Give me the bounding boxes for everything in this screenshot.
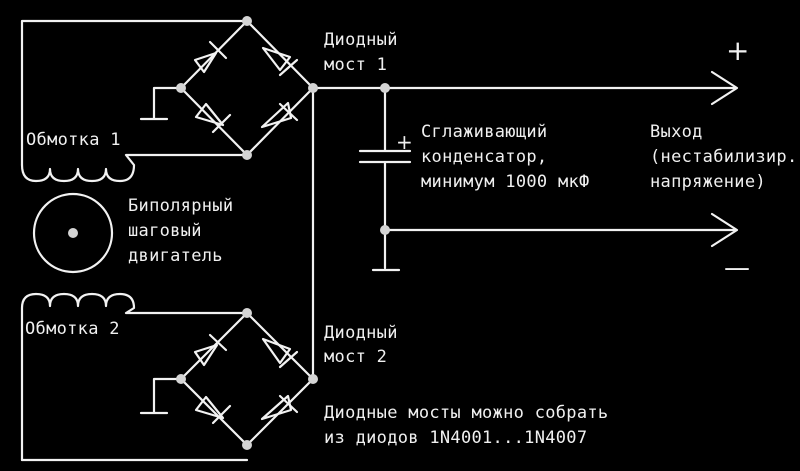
bridge-1-label-line-2: мост 1: [324, 55, 388, 75]
stepper-motor: [32, 192, 114, 274]
output-label-line-3: напряжение): [650, 172, 766, 192]
motor-label-line-3: двигатель: [128, 246, 223, 266]
bridge-2-label-line-1: Диодный: [324, 323, 398, 343]
winding-2-label: Обмотка 2: [25, 319, 120, 339]
output-plus-sign: +: [726, 34, 750, 67]
diode-bridge-1: [139, 19, 315, 157]
junction-dots: [176, 16, 390, 450]
motor-label-line-1: Биполярный: [128, 196, 234, 216]
capacitor-label-line-3: минимум 1000 мкФ: [421, 172, 590, 192]
diode-bridge-2: [139, 311, 315, 447]
winding-1: [20, 19, 249, 183]
bridge-1-label-line-1: Диодный: [324, 30, 398, 50]
output-label-line-1: Выход: [650, 122, 703, 142]
capacitor-plus-sign: +: [396, 130, 413, 154]
output-label-line-2: (нестабилизир.: [650, 147, 798, 167]
motor-label-line-2: шаговый: [128, 221, 202, 241]
output-minus-sign: —: [724, 253, 750, 283]
capacitor-label-line-1: Сглаживающий: [421, 122, 548, 142]
note-line-2: из диодов 1N4001...1N4007: [324, 428, 588, 448]
bridge-2-label-line-2: мост 2: [324, 347, 388, 367]
winding-1-label: Обмотка 1: [26, 130, 121, 150]
capacitor-label-line-2: конденсатор,: [421, 147, 548, 167]
winding-2: [20, 292, 249, 462]
note-line-1: Диодные мосты можно собрать: [324, 403, 609, 423]
